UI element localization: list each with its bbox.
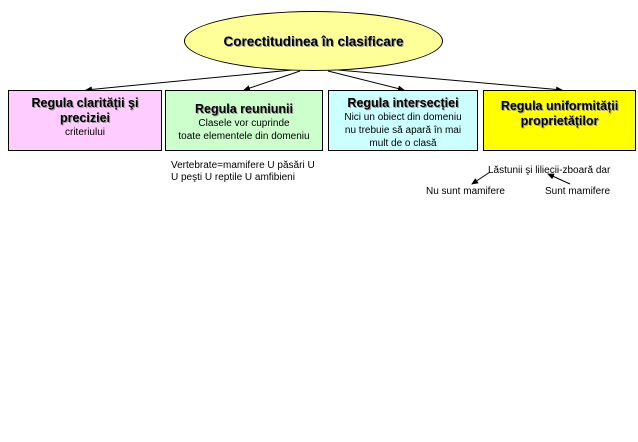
rule-desc-reunion-line-2: toate elementele din domeniu xyxy=(178,131,310,142)
rule-title-intersection: Regula intersecției xyxy=(347,96,459,110)
rule-title-reunion: Regula reuniunii xyxy=(195,102,293,116)
root-concept-title: Corectitudinea în clasificare xyxy=(223,33,404,49)
root-concept-node: Corectitudinea în clasificare xyxy=(184,11,443,71)
rule-title-clarity: Regula clarității şi preciziei xyxy=(31,96,139,125)
reunion-example-note: Vertebrate=mamifere U păsări U U peşti U… xyxy=(171,160,315,184)
not-mammals-label: Nu sunt mamifere xyxy=(426,186,505,197)
rule-box-clarity: Regula clarității şi preciziei criteriul… xyxy=(8,90,162,151)
rule-box-intersection: Regula intersecției Nici un obiect din d… xyxy=(328,90,478,151)
rule-title-uniformity: Regula uniformității proprietăților xyxy=(500,99,619,128)
connector-arrow-reunion xyxy=(243,70,301,91)
rule-desc-reunion-line-1: Clasele vor cuprinde xyxy=(198,118,290,129)
rule-box-reunion: Regula reuniunii Clasele vor cuprinde to… xyxy=(165,90,323,151)
connector-arrow-intersection xyxy=(327,70,405,92)
connector-arrow-clarity xyxy=(85,69,293,93)
pointer-arrow-not-mammals xyxy=(471,171,491,185)
rule-desc-intersection-line-1: Nici un obiect din domeniu xyxy=(344,112,462,123)
uniformity-example-note: Lăstunii şi liliecii-zboară dar xyxy=(488,165,611,176)
reunion-example-line-1: Vertebrate=mamifere U păsări U xyxy=(171,160,315,171)
rule-box-uniformity: Regula uniformității proprietăților xyxy=(483,90,636,151)
rule-desc-intersection-line-2: nu trebuie să apară în mai xyxy=(344,125,462,136)
reunion-example-line-2: U peşti U reptile U amfibieni xyxy=(171,172,295,183)
mammals-label: Sunt mamifere xyxy=(545,186,611,197)
rule-desc-clarity-line-1: criteriului xyxy=(64,127,105,138)
connector-arrow-uniformity xyxy=(337,69,563,93)
rule-desc-intersection-line-3: mult de o clasă xyxy=(369,138,437,149)
pointer-arrow-mammals xyxy=(547,173,571,185)
